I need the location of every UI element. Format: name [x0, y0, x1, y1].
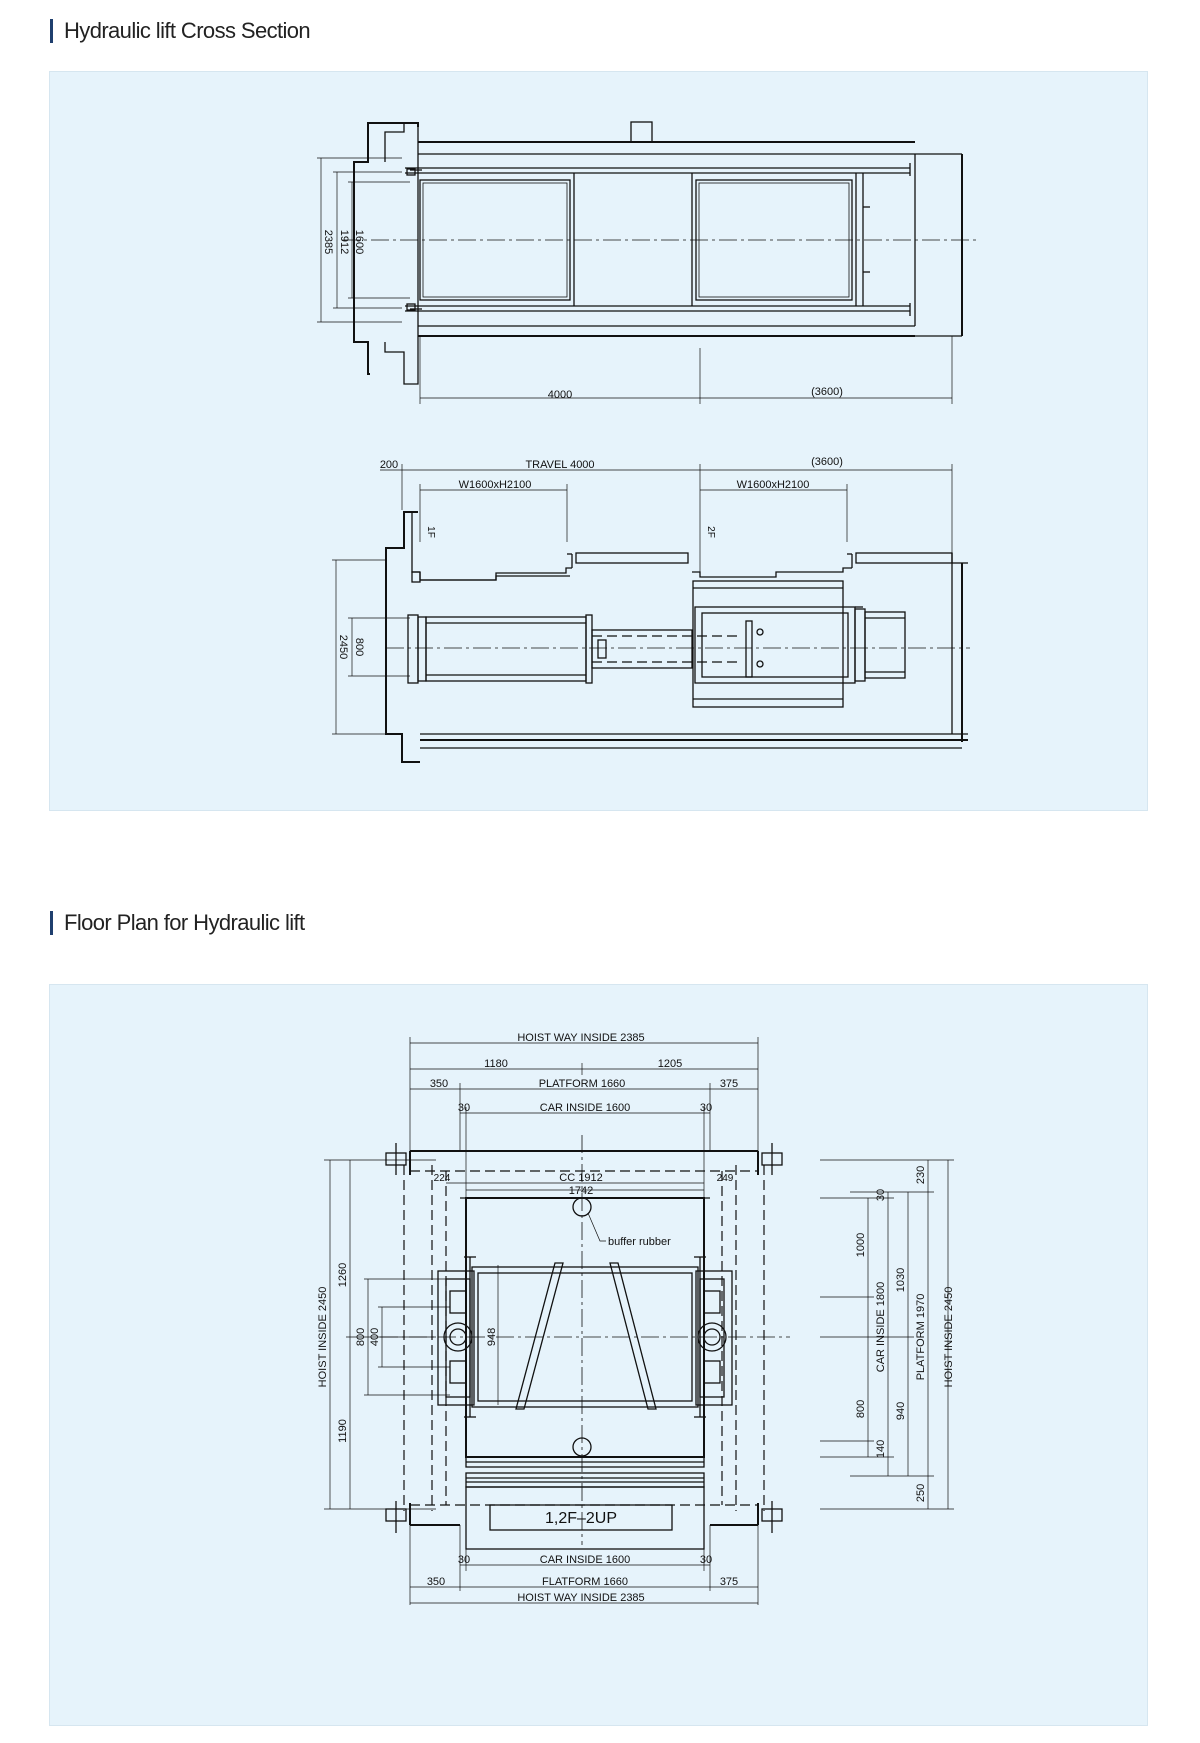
floor-2f-label: 2F [705, 526, 716, 538]
buffer-rubber-label: buffer rubber [608, 1236, 671, 1248]
car-inside-right: CAR INSIDE 1800 [875, 1282, 887, 1372]
dim-230: 230 [915, 1166, 927, 1184]
dim-1205: 1205 [658, 1058, 682, 1070]
top-view-dimensions: 2385 1912 1600 4000 (3600) [317, 157, 953, 404]
dim-1742: 1742 [569, 1185, 593, 1197]
hoist-way-top: HOIST WAY INSIDE 2385 [517, 1032, 644, 1044]
dim-30-tl: 30 [458, 1102, 470, 1114]
dim-249: 249 [717, 1173, 734, 1184]
floor-label-box [489, 1504, 673, 1531]
dim-200: 200 [380, 459, 398, 471]
floor-plan-title: Floor Plan for Hydraulic lift [50, 910, 305, 936]
dim-140: 140 [875, 1440, 887, 1458]
floor-plan-top-dimensions: HOIST WAY INSIDE 2385 1180 1205 350 PLAT… [409, 1032, 759, 1215]
dim-1600: 1600 [353, 230, 365, 254]
cross-section-panel: 2385 1912 1600 4000 (3600) 200 TRAVEL 40… [49, 71, 1148, 811]
hoist-inside-right: HOIST INSIDE 2450 [943, 1287, 955, 1388]
dim-1000: 1000 [855, 1233, 867, 1257]
cross-section-drawing: 2385 1912 1600 4000 (3600) 200 TRAVEL 40… [317, 121, 980, 763]
dim-224: 224 [434, 1173, 451, 1184]
elevation-dimensions: 200 TRAVEL 4000 (3600) W1600xH2100 W1600… [332, 456, 953, 735]
dim-30-br: 30 [700, 1554, 712, 1566]
floor-plan-drawing: HOIST WAY INSIDE 2385 1180 1205 350 PLAT… [317, 1032, 955, 1605]
dim-4000: 4000 [548, 389, 572, 401]
dim-800: 800 [353, 638, 365, 656]
dim-30-right: 30 [875, 1189, 887, 1201]
title-accent-bar [50, 911, 53, 935]
dim-800-right: 800 [855, 1400, 867, 1418]
dim-1190: 1190 [337, 1419, 349, 1443]
dim-1180: 1180 [484, 1058, 508, 1070]
platform-bottom: FLATFORM 1660 [542, 1576, 628, 1588]
hoist-way-bottom: HOIST WAY INSIDE 2385 [517, 1592, 644, 1604]
dim-1030: 1030 [895, 1268, 907, 1292]
floor-plan-panel: HOIST WAY INSIDE 2385 1180 1205 350 PLAT… [49, 984, 1148, 1726]
floor-plan-title-text: Floor Plan for Hydraulic lift [64, 910, 305, 935]
car-inside-top: CAR INSIDE 1600 [540, 1102, 630, 1114]
dim-1260: 1260 [337, 1263, 349, 1287]
elevation-structure [385, 511, 970, 763]
floor-plan-structure: 224 CC 1912 249 1742 buffer rubber [380, 1135, 790, 1550]
dim-3600: (3600) [811, 386, 843, 398]
dim-940: 940 [895, 1402, 907, 1420]
dim-3600-b: (3600) [811, 456, 843, 468]
dim-2450: 2450 [337, 635, 349, 659]
car-inside-bottom: CAR INSIDE 1600 [540, 1554, 630, 1566]
cross-section-title-text: Hydraulic lift Cross Section [64, 18, 311, 43]
hoist-inside-left: HOIST INSIDE 2450 [317, 1287, 329, 1388]
dim-350-bottom: 350 [427, 1576, 445, 1588]
dim-350-top: 350 [430, 1078, 448, 1090]
dim-30-bl: 30 [458, 1554, 470, 1566]
dim-375-bottom: 375 [720, 1576, 738, 1588]
floor-1f-label: 1F [425, 526, 436, 538]
door-2f-size: W1600xH2100 [737, 479, 810, 491]
dim-cc-1912: CC 1912 [559, 1172, 602, 1184]
door-1f-size: W1600xH2100 [459, 479, 532, 491]
floor-plan-bottom-dimensions: 30 CAR INSIDE 1600 30 350 FLATFORM 1660 … [409, 1525, 759, 1605]
platform-top: PLATFORM 1660 [539, 1078, 626, 1090]
dim-30-tr: 30 [700, 1102, 712, 1114]
platform-right: PLATFORM 1970 [915, 1294, 927, 1381]
dim-2385: 2385 [322, 230, 334, 254]
top-view-shaft [342, 121, 980, 385]
title-accent-bar [50, 19, 53, 43]
dim-1912: 1912 [338, 230, 350, 254]
dim-375-top: 375 [720, 1078, 738, 1090]
dim-400-left: 400 [369, 1328, 381, 1346]
dim-250: 250 [915, 1484, 927, 1502]
floor-label-text: 1,2F–2UP [545, 1510, 617, 1527]
floor-plan-right-dimensions: HOIST INSIDE 2450 230 250 PLATFORM 1970 … [820, 1159, 955, 1510]
dim-travel: TRAVEL 4000 [525, 459, 594, 471]
cross-section-title: Hydraulic lift Cross Section [50, 18, 311, 44]
dim-800-left: 800 [355, 1328, 367, 1346]
